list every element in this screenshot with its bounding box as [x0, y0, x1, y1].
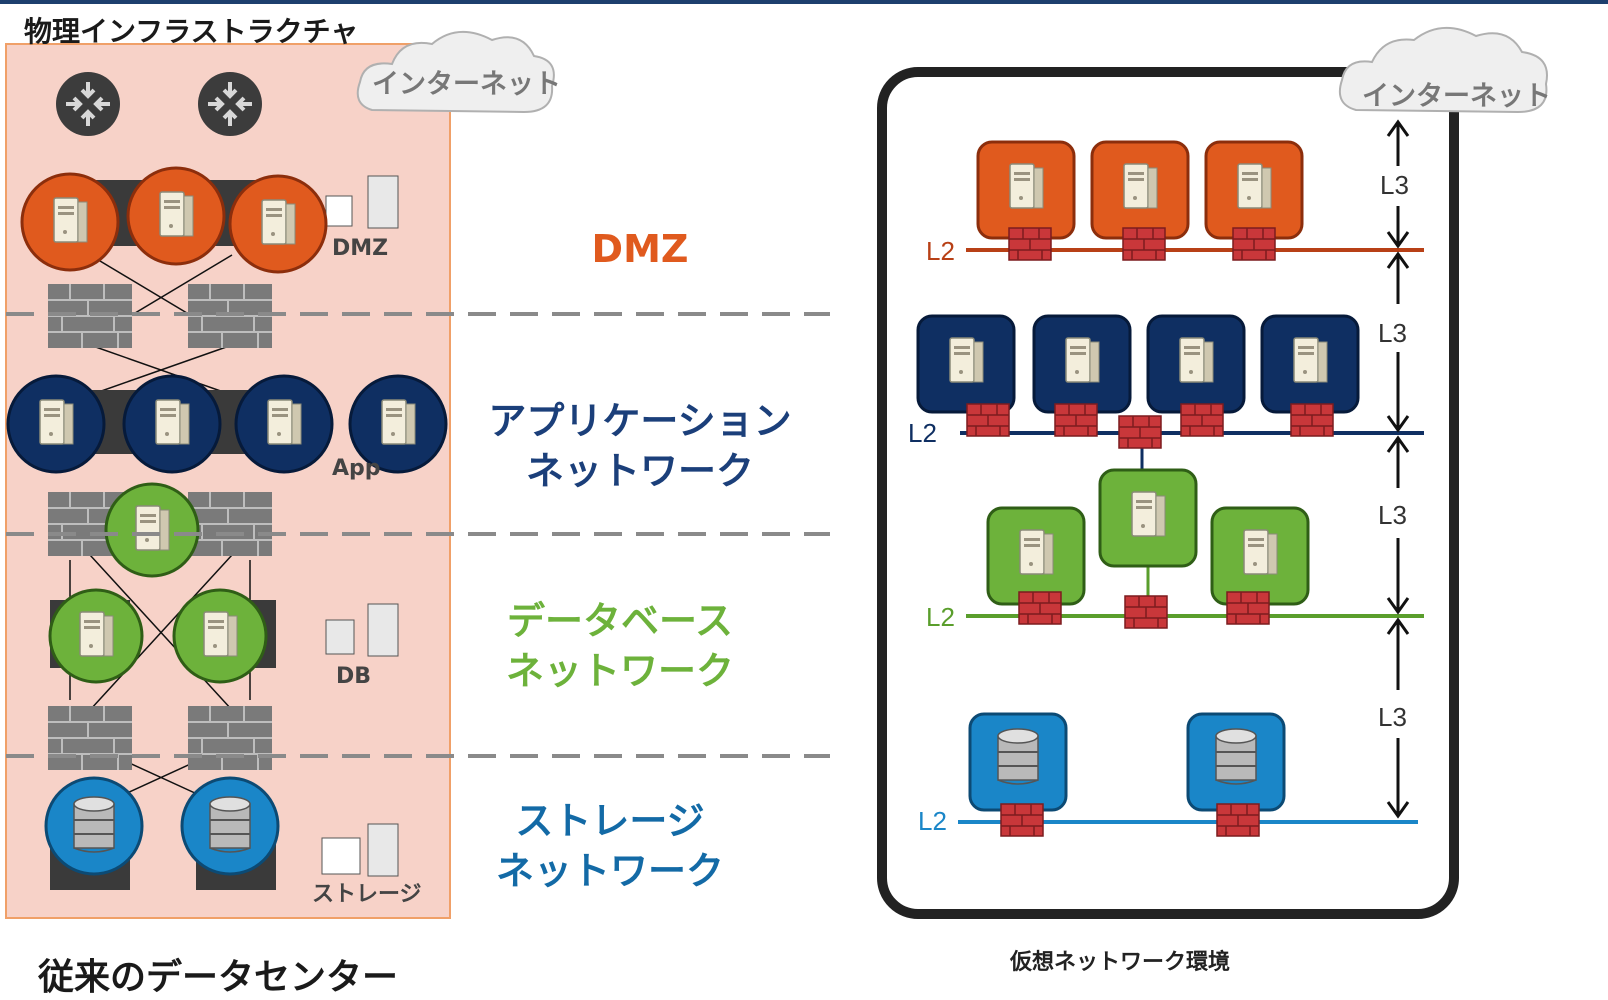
tier-label-db: DB [336, 664, 372, 689]
tier-label-dmz: DMZ [332, 236, 389, 261]
segment-label-dmz: DMZ [591, 227, 689, 271]
firewall-icon [1216, 803, 1260, 837]
cloud-label-right: インターネット [1362, 81, 1551, 112]
l3-arrows [1386, 119, 1410, 819]
firewall-icon [966, 403, 1010, 437]
l3-label: L3 [1378, 702, 1407, 732]
dmz-server-icon [228, 174, 328, 274]
l3-label: L3 [1378, 318, 1407, 348]
top-rule [0, 0, 1608, 4]
l3-label: L3 [1378, 500, 1407, 530]
virtual-caption: 仮想ネットワーク環境 [1010, 950, 1231, 975]
app-server-icon [122, 374, 222, 474]
firewall-icon [1122, 227, 1166, 261]
vm-app-icon [1260, 314, 1360, 414]
l3-label: L3 [1380, 170, 1409, 200]
firewall-icon [1180, 403, 1224, 437]
firewall-icon [1226, 591, 1270, 625]
firewall-icon [1054, 403, 1098, 437]
firewall-icon [1008, 227, 1052, 261]
firewall-icon [1000, 803, 1044, 837]
l2-label-app: L2 [908, 418, 937, 448]
router-icon [54, 70, 122, 138]
diagram-canvas [5, 26, 1548, 919]
segment-label-storage: ストレージ ネットワーク [495, 799, 724, 893]
firewall-icon [187, 705, 273, 771]
app-server-icon [6, 374, 106, 474]
firewall-icon [1232, 227, 1276, 261]
storage-icon [44, 776, 144, 876]
router-icon [196, 70, 264, 138]
physical-title: 物理インフラストラクチャ [24, 15, 359, 48]
vm-db-icon [1098, 468, 1198, 568]
dmz-server-icon [126, 166, 226, 266]
vm-db-icon [986, 506, 1086, 606]
l2-label-db: L2 [926, 602, 955, 632]
tier-label-storage: ストレージ [312, 882, 422, 907]
app-server-icon [234, 374, 334, 474]
vm-app-icon [916, 314, 1016, 414]
firewall-icon [47, 705, 133, 771]
l2-label-dmz: L2 [926, 236, 955, 266]
firewall-icon [1018, 591, 1062, 625]
vm-storage-icon [968, 712, 1068, 812]
db-server-icon [104, 482, 200, 578]
vm-dmz-icon [1204, 140, 1304, 240]
firewall-icon [1290, 403, 1334, 437]
vm-db-icon [1210, 506, 1310, 606]
dmz-server-icon [20, 172, 120, 272]
vm-app-icon [1032, 314, 1132, 414]
segment-label-app: アプリケーション ネットワーク [488, 399, 792, 493]
firewall-icon [1118, 415, 1162, 449]
cloud-right [1338, 26, 1548, 114]
l2-label-storage: L2 [918, 806, 947, 836]
tier-label-app: App [332, 456, 381, 481]
cloud-label-left: インターネット [372, 69, 561, 100]
firewall-icon [1124, 595, 1168, 629]
firewall-icon [187, 491, 273, 557]
storage-icon [180, 776, 280, 876]
vm-dmz-icon [1090, 140, 1190, 240]
cloud-left [356, 30, 555, 114]
vm-storage-icon [1186, 712, 1286, 812]
segment-label-db: データベース ネットワーク [505, 599, 734, 693]
bottom-title: 従来のデータセンター [38, 957, 399, 998]
vm-app-icon [1146, 314, 1246, 414]
vm-dmz-icon [976, 140, 1076, 240]
db-server-icon [48, 588, 144, 684]
db-server-icon [172, 588, 268, 684]
app-server-icon [348, 374, 448, 474]
